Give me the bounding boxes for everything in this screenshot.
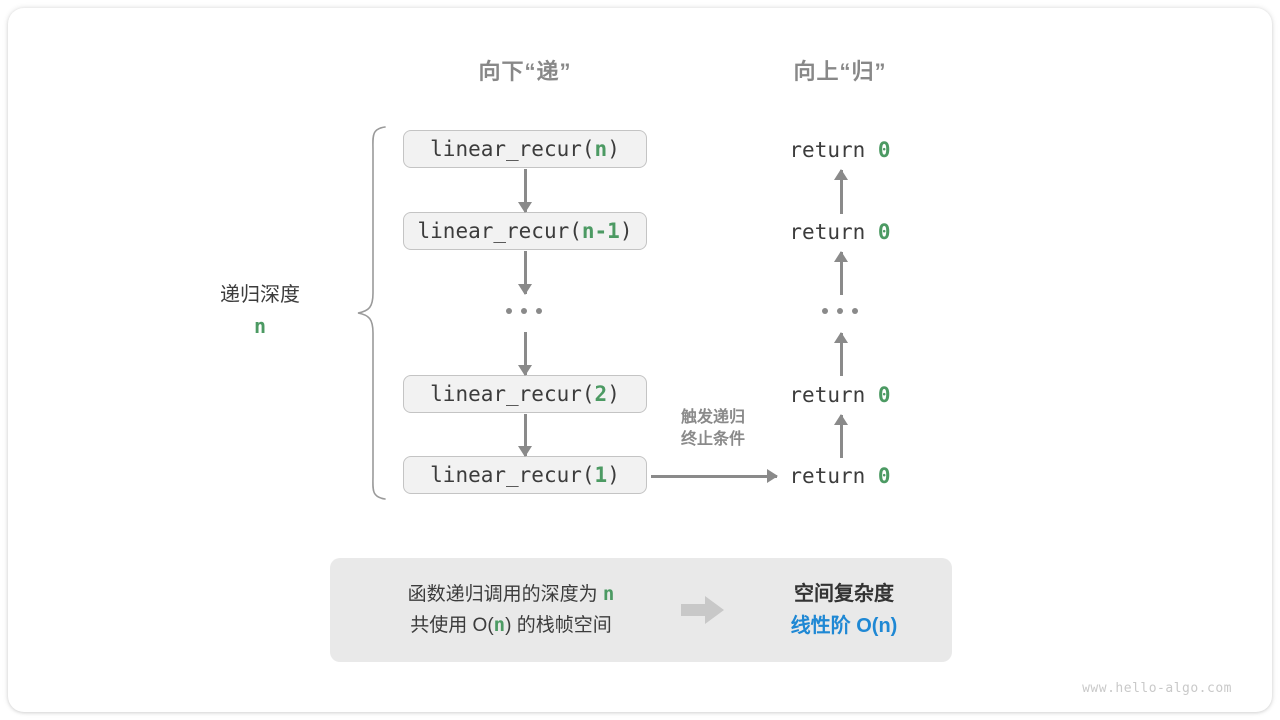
return-label: return 0 xyxy=(740,138,940,162)
arrow-down-icon xyxy=(518,169,532,213)
summary-description: 函数递归调用的深度为 n 共使用 O(n) 的栈帧空间 xyxy=(330,579,670,642)
call-box-suffix: ) xyxy=(607,382,620,406)
return-value: 0 xyxy=(877,383,891,407)
arrow-down-icon xyxy=(518,414,532,457)
arrow-up-icon xyxy=(834,414,848,458)
call-box-prefix: linear_recur( xyxy=(430,382,595,406)
summary-conclusion: 空间复杂度 线性阶 O(n) xyxy=(736,578,952,642)
arrow-up-icon xyxy=(834,169,848,214)
call-box: linear_recur(n) xyxy=(403,130,647,168)
ellipsis-icon xyxy=(506,308,542,314)
return-value: 0 xyxy=(877,138,891,162)
heading-descend: 向下“递” xyxy=(478,59,572,84)
ellipsis-icon xyxy=(822,308,858,314)
recursion-depth-text: 递归深度 xyxy=(220,284,300,306)
call-box-suffix: ) xyxy=(607,137,620,161)
call-box-prefix: linear_recur( xyxy=(430,137,595,161)
summary-line2-n: n xyxy=(493,614,506,636)
summary-line1-text: 函数递归调用的深度为 xyxy=(407,583,603,605)
return-keyword: return xyxy=(789,220,866,244)
return-value: 0 xyxy=(877,220,891,244)
call-box: linear_recur(2) xyxy=(403,375,647,413)
arrow-down-icon xyxy=(518,332,532,376)
call-box: linear_recur(1) xyxy=(403,456,647,494)
call-box-arg: n xyxy=(594,137,608,161)
return-label: return 0 xyxy=(740,464,940,488)
termination-note-line1: 触发递归 xyxy=(680,409,745,426)
call-box-arg: 2 xyxy=(594,382,608,406)
heading-ascend: 向上“归” xyxy=(793,59,887,84)
right-block-arrow-icon xyxy=(670,595,736,625)
arrow-down-icon xyxy=(518,251,532,295)
summary-line2-b: ) 的栈帧空间 xyxy=(505,615,612,636)
recursion-depth-value: n xyxy=(253,314,267,338)
arrow-up-icon xyxy=(834,251,848,295)
call-box-prefix: linear_recur( xyxy=(430,463,595,487)
return-keyword: return xyxy=(789,464,866,488)
arrow-right-icon xyxy=(651,469,778,483)
return-value: 0 xyxy=(877,464,891,488)
complexity-title: 空间复杂度 xyxy=(794,583,894,605)
return-label: return 0 xyxy=(740,383,940,407)
call-box-arg: 1 xyxy=(594,463,608,487)
complexity-value: 线性阶 O(n) xyxy=(790,615,898,637)
call-box-prefix: linear_recur( xyxy=(417,219,582,243)
termination-condition-note: 触发递归 终止条件 xyxy=(650,407,776,450)
summary-line1-n: n xyxy=(602,582,615,605)
call-box: linear_recur(n-1) xyxy=(403,212,647,250)
return-keyword: return xyxy=(789,383,866,407)
return-label: return 0 xyxy=(740,220,940,244)
curly-brace-icon xyxy=(357,126,386,500)
call-box-arg: n-1 xyxy=(581,219,620,243)
recursion-depth-label: 递归深度 n xyxy=(170,280,350,343)
arrow-up-icon xyxy=(834,332,848,376)
call-box-suffix: ) xyxy=(607,463,620,487)
summary-panel: 函数递归调用的深度为 n 共使用 O(n) 的栈帧空间 空间复杂度 线性阶 O(… xyxy=(330,558,952,662)
call-box-suffix: ) xyxy=(619,219,633,243)
termination-note-line2: 终止条件 xyxy=(680,430,745,448)
site-watermark: www.hello-algo.com xyxy=(1082,681,1232,696)
return-keyword: return xyxy=(789,138,866,162)
summary-line2-a: 共使用 O( xyxy=(410,615,494,636)
